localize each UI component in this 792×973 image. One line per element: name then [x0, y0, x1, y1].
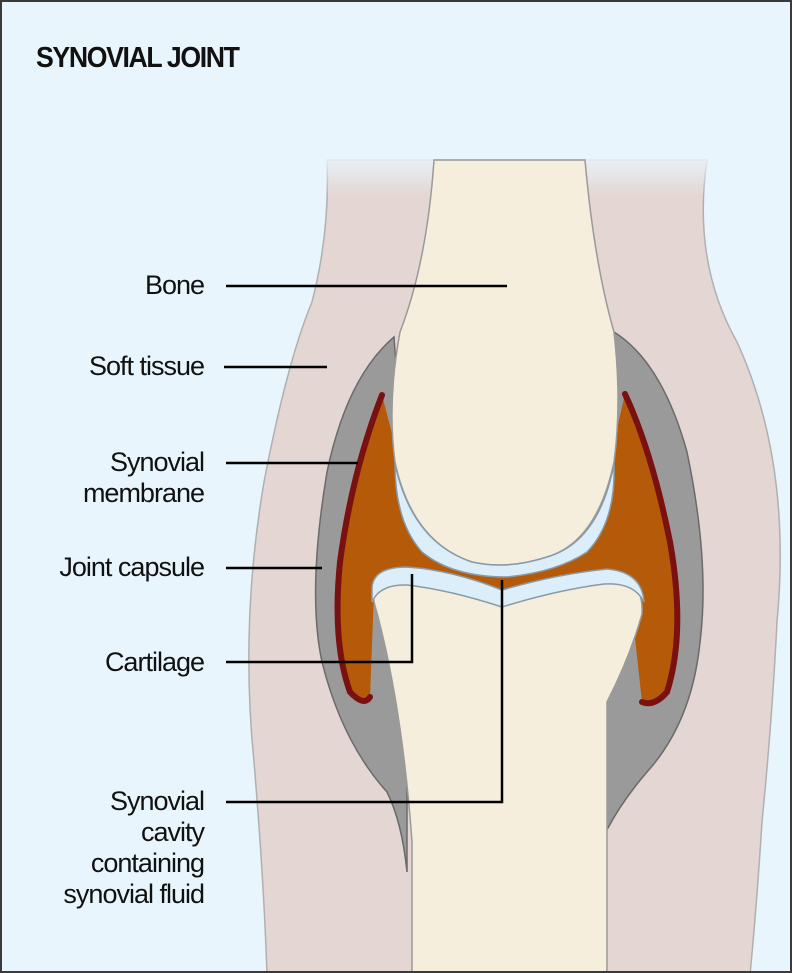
label-joint-capsule: Joint capsule	[59, 552, 204, 583]
label-synovial-membrane: Synovial membrane	[83, 447, 204, 509]
label-synovial-cavity: Synovial cavity containing synovial flui…	[63, 786, 204, 910]
label-cartilage: Cartilage	[105, 647, 204, 678]
label-soft-tissue: Soft tissue	[89, 351, 204, 382]
label-bone: Bone	[145, 270, 204, 301]
diagram-title: SYNOVIAL JOINT	[36, 42, 239, 75]
lower-bone	[374, 570, 643, 973]
